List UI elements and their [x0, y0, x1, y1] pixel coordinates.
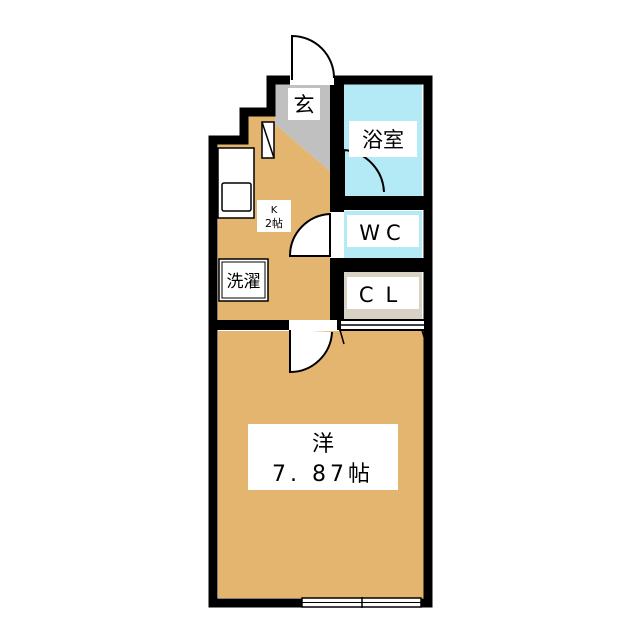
- bathroom-label-box: 浴室: [349, 121, 417, 157]
- kitchen-label-box: K 2帖: [257, 200, 291, 232]
- wc-label: WC: [359, 221, 406, 245]
- wc-label-box: WC: [347, 215, 419, 247]
- refrigerator-space: [261, 121, 275, 159]
- western-room-label-line1: 洋: [312, 432, 334, 457]
- balcony-window: [301, 597, 422, 608]
- wc-door-opening: [330, 212, 344, 258]
- closet-sliding-door: [339, 319, 426, 331]
- room-door-opening: [289, 320, 337, 330]
- closet-door-marks: [339, 329, 427, 345]
- western-room-label-box: 洋 7. 87帖: [248, 424, 398, 490]
- closet-label-box: CL: [347, 277, 419, 309]
- kitchen-counter: [217, 147, 255, 219]
- entrance-door-opening: [290, 76, 334, 85]
- bathroom-label: 浴室: [362, 128, 404, 152]
- wc-door: [288, 212, 331, 257]
- outer-walls: [208, 75, 433, 608]
- genkan-label: 玄: [294, 93, 315, 117]
- genkan-label-box: 玄: [288, 88, 320, 120]
- western-room-label-line2: 7. 87帖: [272, 462, 374, 487]
- kitchen-label-line2: 2帖: [265, 217, 283, 230]
- laundry-space: 洗濯: [218, 258, 269, 302]
- entrance-door: [291, 34, 335, 80]
- room-door: [289, 330, 333, 374]
- closet-label: CL: [359, 283, 409, 307]
- laundry-label: 洗濯: [227, 272, 261, 292]
- kitchen-label-line1: K: [271, 205, 278, 216]
